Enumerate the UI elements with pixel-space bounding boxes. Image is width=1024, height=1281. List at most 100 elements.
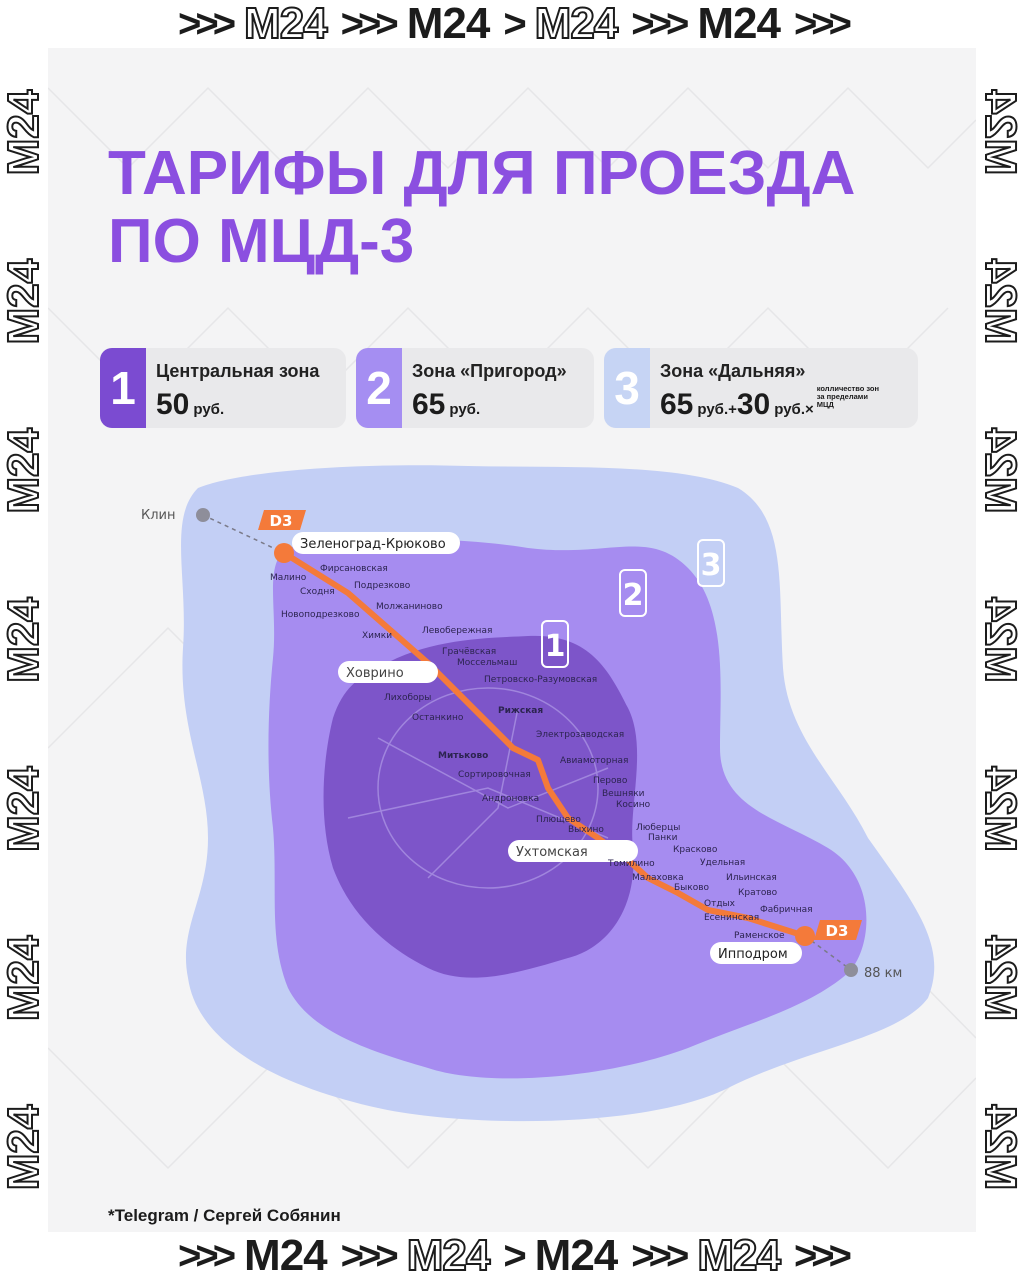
m24-logo: M24 xyxy=(534,0,620,49)
station-label: Останкино xyxy=(412,713,464,723)
m24-logo: M24 xyxy=(976,258,1024,346)
station-label: Есенинская xyxy=(704,913,759,923)
m24-logo: M24 xyxy=(406,1230,492,1281)
left-brand-strip: M24 M24 M24 M24 M24 M24 M24 xyxy=(0,48,48,1232)
zone-number-badge: 2 xyxy=(356,348,402,428)
chevrons: >>> xyxy=(631,1,689,46)
m24-logo: M24 xyxy=(0,427,48,515)
station-label: Митьково xyxy=(438,751,488,761)
chevrons: >>> xyxy=(793,1,852,46)
klin-label: Клин xyxy=(141,508,176,523)
price-unit: руб. xyxy=(449,401,481,418)
ippodrom-label: Ипподром xyxy=(718,947,788,962)
m24-logo: M24 xyxy=(0,258,48,346)
khovrino-label-bg xyxy=(338,661,438,683)
m24-logo: M24 xyxy=(0,765,48,853)
zone-label-2: 2 xyxy=(623,578,644,613)
ippodrom-label-bg xyxy=(710,942,802,964)
chevrons: >>> xyxy=(340,1,399,46)
price-value: 65 xyxy=(660,388,694,421)
station-label: Моссельмаш xyxy=(457,658,517,668)
m24-logo: M24 xyxy=(976,935,1024,1023)
extra-price-value: 30 xyxy=(736,388,771,421)
station-label: Малаховка xyxy=(632,873,684,883)
station-label: Новоподрезково xyxy=(281,610,360,620)
price-value: 65 xyxy=(412,388,446,421)
station-label: Кратово xyxy=(738,888,778,898)
zone-number-badge: 3 xyxy=(604,348,650,428)
m24-logo: M24 xyxy=(244,1231,328,1280)
station-label: Левобережная xyxy=(422,626,492,636)
m24-logo: M24 xyxy=(976,596,1024,684)
m24-logo: M24 xyxy=(0,1104,48,1192)
title-line-2: ПО МЦД-3 xyxy=(108,207,415,276)
infographic-panel: ТАРИФЫ ДЛЯ ПРОЕЗДА ПО МЦД-3 1 Центральна… xyxy=(48,48,976,1232)
zone-price: 50 руб. xyxy=(156,388,319,422)
zone-name: Зона «Пригород» xyxy=(412,361,567,381)
station-label: Плющево xyxy=(536,815,581,825)
zone-name: Центральная зона xyxy=(156,361,320,381)
source-credit: *Telegram / Сергей Собянин xyxy=(108,1206,341,1225)
station-label: Люберцы xyxy=(636,823,680,833)
d3-badge-south xyxy=(814,920,862,940)
ippodrom-terminus-dot xyxy=(795,926,815,946)
mcd3-zone-map: 1 2 3 Клин 88 км D3 D3 Зеленоград-Крюков… xyxy=(141,465,935,1122)
page-title: ТАРИФЫ ДЛЯ ПРОЕЗДА ПО МЦД-3 xyxy=(108,140,855,276)
station-label: Косино xyxy=(616,800,651,810)
station-label: Выхино xyxy=(568,825,604,835)
chevrons: >>> xyxy=(177,1233,236,1278)
station-label: Рижская xyxy=(498,706,543,716)
fare-zones: 1 Центральная зона 50 руб. 2 Зона «Приго… xyxy=(100,348,918,428)
zelenograd-label-bg xyxy=(292,532,460,554)
station-label: Малино xyxy=(270,573,307,583)
m24-logo: M24 xyxy=(976,427,1024,515)
top-brand-strip: >>> M24 >>> M24 > M24 >>> M24 >>> xyxy=(0,0,1024,49)
zone-label-1: 1 xyxy=(545,629,566,664)
zone-label-3: 3 xyxy=(701,548,722,583)
station-label: Раменское xyxy=(734,931,785,941)
m24-logo: M24 xyxy=(243,0,329,49)
zone-count-note: колличество зон за пределами МЦД xyxy=(816,384,880,409)
zone-price: 65 руб.+ 30 руб.× колличество зон за пре… xyxy=(660,384,881,422)
station-label: Вешняки xyxy=(602,789,645,799)
zone-1-area xyxy=(323,635,638,978)
station-label: Сходня xyxy=(300,587,335,597)
station-label: Удельная xyxy=(700,858,745,868)
m24-logo: M24 xyxy=(976,89,1024,177)
extension-to-klin xyxy=(202,514,285,554)
zone-card-far: 3 Зона «Дальняя» 65 руб.+ 30 руб.× колли… xyxy=(604,348,918,428)
station-label: Перово xyxy=(593,776,628,786)
m24-logo: M24 xyxy=(0,935,48,1023)
klin-station-dot xyxy=(196,508,210,522)
station-label: Томилино xyxy=(607,859,655,869)
right-brand-strip: M24 M24 M24 M24 M24 M24 M24 xyxy=(976,48,1024,1232)
station-label: Авиамоторная xyxy=(560,756,628,766)
zelenograd-terminus-dot xyxy=(274,543,294,563)
zone-name: Зона «Дальняя» xyxy=(660,361,806,381)
zone-card-suburb: 2 Зона «Пригород» 65 руб. xyxy=(356,348,594,428)
price-unit: руб.+ xyxy=(697,401,737,418)
zone-labels xyxy=(541,539,725,668)
chevrons: >>> xyxy=(631,1233,689,1278)
price-value: 50 xyxy=(156,388,190,421)
station-label: Подрезково xyxy=(354,581,411,591)
zone-price: 65 руб. xyxy=(412,388,567,422)
d3-badge-north xyxy=(258,510,306,530)
station-label: Электрозаводская xyxy=(536,730,624,740)
d3-badge-north-text: D3 xyxy=(270,512,293,530)
station-label: Красково xyxy=(673,845,718,855)
chevrons: > xyxy=(503,1233,526,1278)
station-label: Фабричная xyxy=(760,905,813,915)
m24-logo: M24 xyxy=(534,1231,619,1280)
d3-badge-south-text: D3 xyxy=(826,922,849,940)
88km-label: 88 км xyxy=(864,966,902,981)
station-label: Панки xyxy=(648,833,678,843)
88km-station-dot xyxy=(844,963,858,977)
chevrons: >>> xyxy=(793,1233,852,1278)
m24-logo: M24 xyxy=(406,0,491,48)
ukhtomskaya-label: Ухтомская xyxy=(516,845,588,860)
station-label: Сортировочная xyxy=(458,770,531,780)
m24-logo: M24 xyxy=(976,765,1024,853)
m24-logo: M24 xyxy=(697,0,781,48)
chevrons: >>> xyxy=(340,1233,399,1278)
